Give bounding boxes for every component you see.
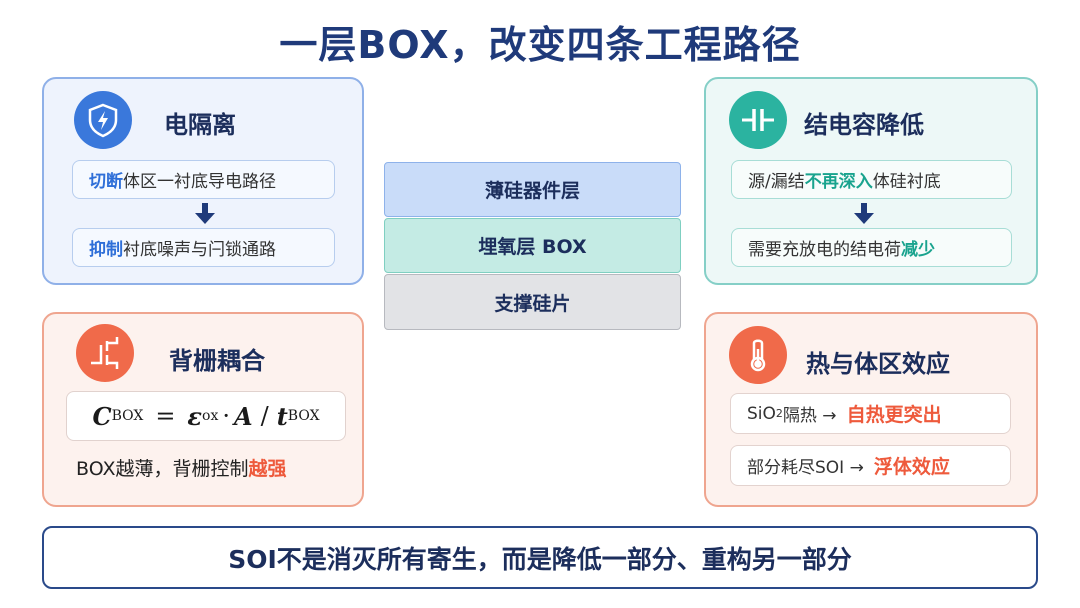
isolation-step-2: 抑制衬底噪声与闩锁通路 xyxy=(72,228,335,267)
stack-layer-handle-wafer: 支撑硅片 xyxy=(384,274,681,330)
formula-t: t xyxy=(276,401,288,431)
thermal-item-2-pre: 部分耗尽SOI → xyxy=(747,458,864,478)
isolation-title: 电隔离 xyxy=(164,111,236,139)
isolation-step-2-text: 衬底噪声与闩锁通路 xyxy=(123,240,276,260)
formula-area: A xyxy=(233,401,253,431)
formula-epsilon-sub: ox xyxy=(202,408,219,424)
page-title: 一层BOX，改变四条工程路径 xyxy=(279,23,801,67)
backgate-note-text: BOX越薄，背栅控制 xyxy=(76,458,249,480)
isolation-step-2-highlight: 抑制 xyxy=(89,240,123,260)
backgate-note: BOX越薄，背栅控制越强 xyxy=(76,454,286,481)
capacitance-step-1-pre: 源/漏结 xyxy=(748,172,805,192)
capacitance-panel: 结电容降低 源/漏结不再深入体硅衬底 需要充放电的结电荷减少 xyxy=(704,77,1038,285)
capacitance-title: 结电容降低 xyxy=(804,111,924,139)
formula-c-sub: BOX xyxy=(111,408,144,424)
isolation-step-1-text: 体区一衬底导电路径 xyxy=(123,172,276,192)
thermal-item-1-mid: 隔热 → xyxy=(782,406,837,426)
backgate-note-highlight: 越强 xyxy=(248,458,287,480)
thermometer-icon xyxy=(729,326,787,384)
formula-c: C xyxy=(92,401,112,431)
thermal-item-1-sub: 2 xyxy=(775,407,783,420)
capacitance-step-1-post: 体硅衬底 xyxy=(872,172,941,192)
capacitance-step-1: 源/漏结不再深入体硅衬底 xyxy=(731,160,1012,199)
formula-slash: / xyxy=(260,402,269,430)
thermal-item-2: 部分耗尽SOI → 浮体效应 xyxy=(730,445,1011,486)
backgate-title: 背栅耦合 xyxy=(169,347,265,375)
thermal-title: 热与体区效应 xyxy=(806,350,950,378)
summary-bar: SOI不是消灭所有寄生，而是降低一部分、重构另一部分 xyxy=(42,526,1038,589)
stack-layer-box: 埋氧层 BOX xyxy=(384,218,681,273)
capacitance-step-1-highlight: 不再深入 xyxy=(804,172,873,192)
stack-layer-device-silicon: 薄硅器件层 xyxy=(384,162,681,217)
thermal-item-1-pre: SiO xyxy=(747,403,776,424)
thermal-item-1-highlight: 自热更突出 xyxy=(846,404,942,426)
thermal-item-2-highlight: 浮体效应 xyxy=(873,456,950,478)
capacitance-step-2: 需要充放电的结电荷减少 xyxy=(731,228,1012,267)
capacitance-step-2-pre: 需要充放电的结电荷 xyxy=(748,240,901,260)
formula-equals: = xyxy=(155,402,176,430)
isolation-panel: 电隔离 切断体区一衬底导电路径 抑制衬底噪声与闩锁通路 xyxy=(42,77,364,285)
isolation-step-1: 切断体区一衬底导电路径 xyxy=(72,160,335,199)
formula-dot: · xyxy=(222,402,230,430)
isolation-step-1-highlight: 切断 xyxy=(89,172,123,192)
capacitance-step-2-highlight: 减少 xyxy=(901,240,935,260)
shield-bolt-icon xyxy=(74,91,132,149)
capacitor-icon xyxy=(729,91,787,149)
formula-t-sub: BOX xyxy=(287,408,320,424)
formula-epsilon: ε xyxy=(187,401,203,431)
transistor-icon xyxy=(76,324,134,382)
